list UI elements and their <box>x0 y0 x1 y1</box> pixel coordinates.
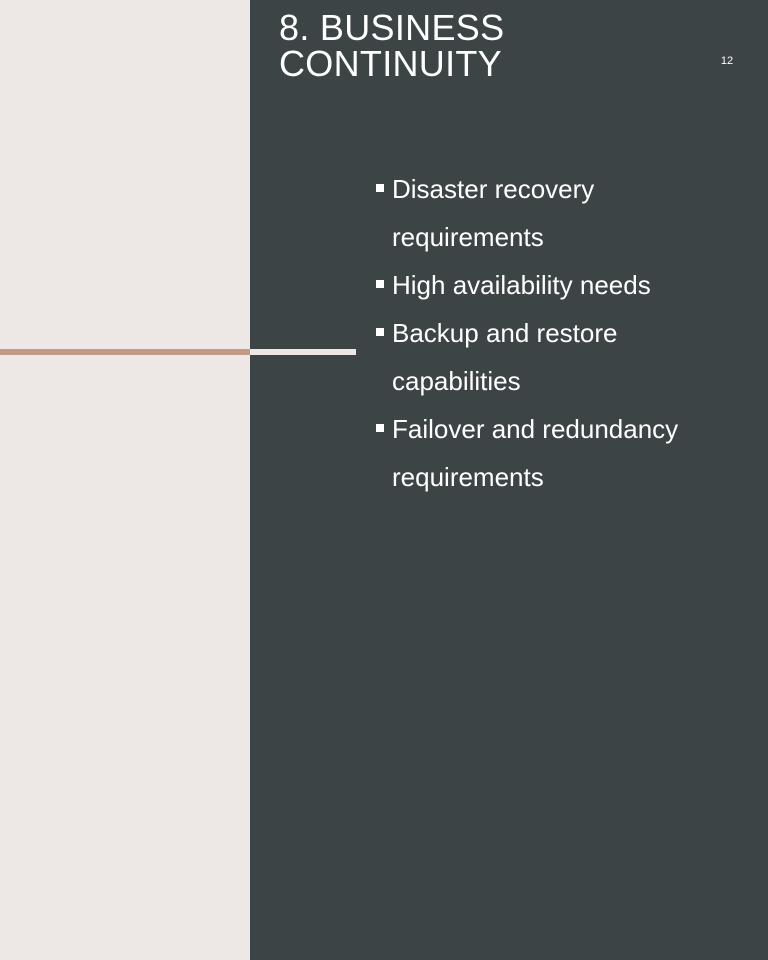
bullet-text-line2: requirements <box>392 462 544 492</box>
slide-number: 12 <box>720 55 734 67</box>
slide-title: 8. BUSINESS CONTINUITY <box>279 10 679 82</box>
bullet-text-line1: High availability needs <box>392 270 651 300</box>
bullet-item: High availability needs <box>374 261 714 309</box>
bullet-item: Disaster recovery requirements <box>374 165 714 261</box>
accent-divider-left <box>0 349 250 355</box>
bullet-text-line1: Disaster recovery <box>392 174 595 204</box>
bullet-text-line1: Failover and redundancy <box>392 414 679 444</box>
accent-divider-right <box>250 349 356 355</box>
bullet-list: Disaster recovery requirements High avai… <box>374 165 714 501</box>
bullet-item: Failover and redundancy requirements <box>374 405 714 501</box>
square-bullet-icon <box>376 328 384 336</box>
bullet-item: Backup and restore capabilities <box>374 309 714 405</box>
square-bullet-icon <box>376 280 384 288</box>
slide-title-line2: CONTINUITY <box>279 43 502 84</box>
bullet-text-line1: Backup and restore <box>392 318 618 348</box>
bullet-text-line2: requirements <box>392 222 544 252</box>
square-bullet-icon <box>376 424 384 432</box>
square-bullet-icon <box>376 184 384 192</box>
slide-title-line1: 8. BUSINESS <box>279 7 505 48</box>
bullet-text-line2: capabilities <box>392 366 521 396</box>
left-panel <box>0 0 250 960</box>
right-panel <box>250 0 768 960</box>
